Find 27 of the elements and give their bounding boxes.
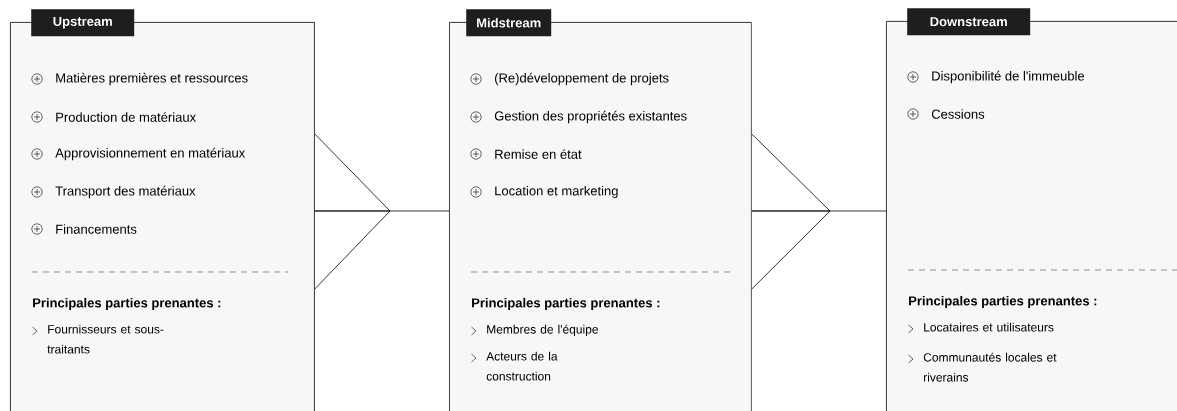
section-heading: Principales parties prenantes : <box>909 295 1097 309</box>
stage-panel <box>449 9 752 411</box>
section-heading: Principales parties prenantes : <box>33 297 221 311</box>
heading-badge: Upstream <box>31 9 135 37</box>
list-item: Financements <box>56 224 137 234</box>
list-item: Gestion des propriétés existantes <box>494 110 687 124</box>
list-item: Production de matériaux <box>56 112 196 122</box>
list-item: Matières premières et ressources <box>56 72 248 86</box>
converging-connector <box>751 133 887 290</box>
list-item: Membres de l'équipe <box>487 324 598 336</box>
converging-connector <box>314 133 450 290</box>
heading-badge: Midstream <box>466 9 552 37</box>
list-item: Approvisionnement en matériaux <box>55 147 246 161</box>
list-item: Location et marketing <box>495 185 618 199</box>
list-item: Remise en état <box>495 149 582 159</box>
section-heading: Principales parties prenantes : <box>472 297 660 311</box>
list-item: Communautés locales et riverains <box>923 352 1057 382</box>
heading-badge: Downstream <box>907 8 1031 36</box>
stage-panel <box>10 9 315 411</box>
list-item: Transport des matériaux <box>55 185 196 199</box>
list-item: Locataires et utilisateurs <box>924 322 1054 332</box>
list-item: Fournisseurs et sous-traitants <box>47 324 164 354</box>
stage-panel <box>886 8 1177 411</box>
list-item: Cessions <box>931 109 985 119</box>
list-item: Acteurs de la construction <box>486 351 558 381</box>
list-item: (Re)développement de projets <box>495 72 669 86</box>
list-item: Disponibilité de l'immeuble <box>932 70 1085 84</box>
